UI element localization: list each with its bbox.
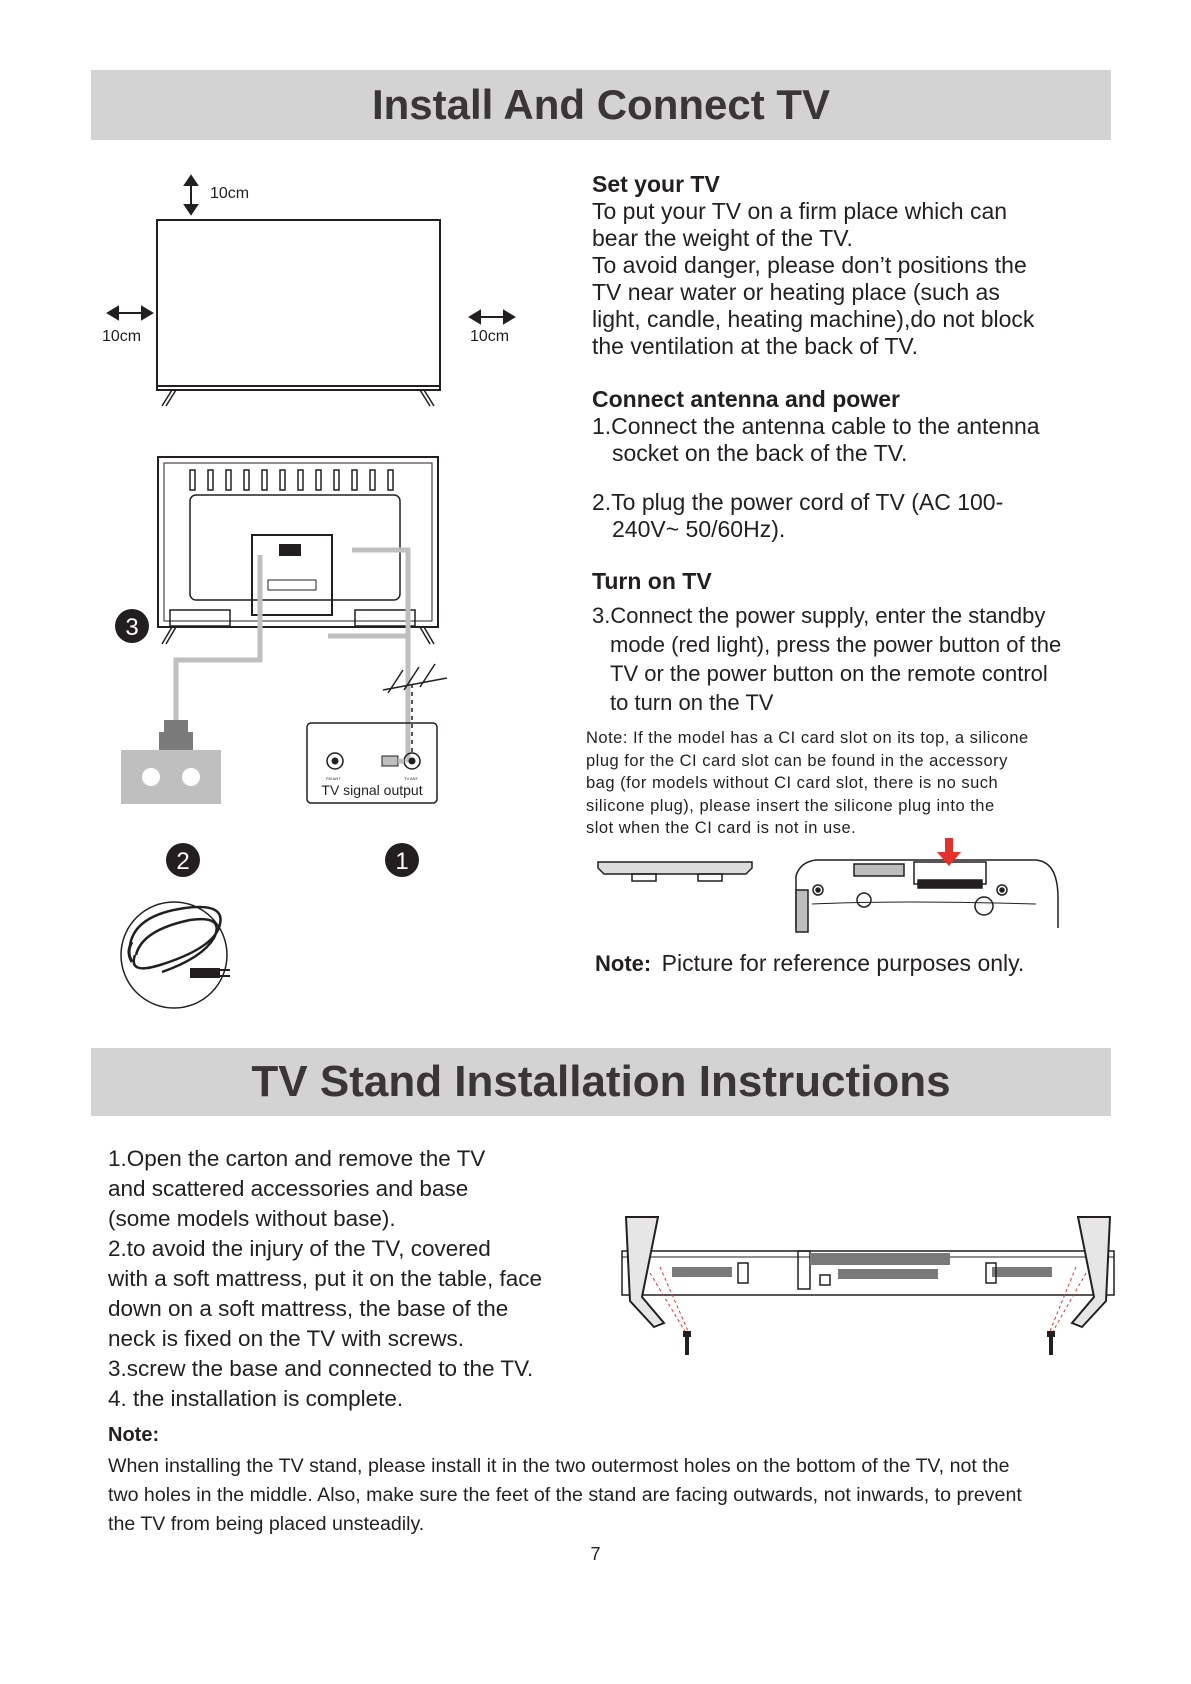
stand-step-line: neck is fixed on the TV with screws.	[108, 1326, 464, 1351]
stand-step-line: and scattered accessories and base	[108, 1176, 469, 1201]
stand-note-label: Note:	[108, 1424, 160, 1446]
turn-on-line: to turn on the TV	[610, 690, 774, 715]
stand-note-text: When installing the TV stand, please ins…	[108, 1452, 1128, 1539]
set-tv-line: bear the weight of the TV.	[592, 225, 853, 251]
connect-block: Connect antenna and power 1.Connect the …	[592, 386, 1112, 543]
tv-back-vents	[189, 469, 394, 491]
stand-step-line: (some models without base).	[108, 1206, 396, 1231]
antenna-icon	[382, 663, 448, 694]
stand-step-line: with a soft mattress, put it on the tabl…	[108, 1266, 542, 1291]
step-badge-1: 1	[395, 848, 408, 875]
picture-note-label: Note:	[595, 951, 652, 976]
connect-heading: Connect antenna and power	[592, 386, 900, 412]
set-tv-block: Set your TV To put your TV on a firm pla…	[592, 171, 1112, 360]
set-tv-heading: Set your TV	[592, 171, 720, 197]
left-gap-label: 10cm	[102, 328, 141, 345]
picture-note-text: Picture for reference purposes only.	[661, 950, 1025, 976]
turn-on-line: mode (red light), press the power button…	[610, 632, 1062, 657]
set-tv-line: To avoid danger, please don’t positions …	[592, 252, 1027, 278]
section-title-stand: TV Stand Installation Instructions	[251, 1057, 951, 1106]
stand-step-line: 2.to avoid the injury of the TV, covered	[108, 1236, 491, 1261]
ci-slot-diagram	[597, 838, 1059, 933]
tv-stand-diagram	[621, 1216, 1115, 1355]
turn-on-line: 3.Connect the power supply, enter the st…	[592, 603, 1046, 628]
connect-item-1-line-2: socket on the back of the TV.	[612, 440, 908, 466]
tv-connection-diagram: 10cm 10cm 10cm FM ANT TV ANT TV signal o…	[102, 174, 516, 1009]
set-tv-line: To put your TV on a firm place which can	[592, 198, 1008, 224]
fm-ant-label: FM ANT	[326, 776, 341, 781]
right-gap-label: 10cm	[470, 328, 509, 345]
top-gap-label: 10cm	[210, 185, 249, 202]
connect-item-1-line-1: 1.Connect the antenna cable to the anten…	[592, 413, 1040, 439]
turn-on-line: TV or the power button on the remote con…	[610, 661, 1048, 686]
ci-note-line: slot when the CI card is not in use.	[586, 819, 857, 837]
power-cord-icon	[120, 901, 228, 1009]
stand-step-line: 4. the installation is complete.	[108, 1386, 404, 1411]
screw-icon	[683, 1331, 1055, 1355]
connect-item-2-line-1: 2.To plug the power cord of TV (AC 100-	[592, 489, 1004, 515]
tv-signal-output-box	[306, 722, 438, 804]
picture-reference-note: Note: Picture for reference purposes onl…	[595, 950, 1024, 977]
set-tv-line: the ventilation at the back of TV.	[592, 333, 919, 359]
stand-step-line: 3.screw the base and connected to the TV…	[108, 1356, 534, 1381]
set-tv-line: light, candle, heating machine),do not b…	[592, 306, 1035, 332]
turn-on-block: Turn on TV 3.Connect the power supply, e…	[592, 568, 1122, 717]
stand-step-line: down on a soft mattress, the base of the	[108, 1296, 509, 1321]
section-banner-install: Install And Connect TV	[91, 70, 1111, 140]
step-badge-2: 2	[176, 848, 189, 875]
turn-on-heading: Turn on TV	[592, 568, 712, 594]
tv-signal-output-label: TV signal output	[321, 782, 422, 798]
tv-back-outline	[157, 456, 439, 628]
stand-steps: 1.Open the carton and remove the TV and …	[108, 1144, 628, 1414]
ci-note-line: silicone plug), please insert the silico…	[586, 796, 995, 815]
tv-ant-label: TV ANT	[404, 776, 419, 781]
page-number: 7	[590, 1544, 601, 1564]
ci-note-line: plug for the CI card slot can be found i…	[586, 751, 1008, 770]
ci-card-note: Note: If the model has a CI card slot on…	[586, 727, 1106, 840]
ci-arrow-icon	[945, 838, 953, 854]
set-tv-line: TV near water or heating place (such as	[592, 279, 1000, 305]
stand-note-line: two holes in the middle. Also, make sure…	[108, 1484, 1022, 1506]
section-banner-stand: TV Stand Installation Instructions	[91, 1048, 1111, 1116]
stand-note-line: the TV from being placed unsteadily.	[108, 1513, 425, 1535]
ci-note-line: Note: If the model has a CI card slot on…	[586, 729, 1029, 747]
wall-socket-icon	[121, 750, 221, 804]
step-badge-3: 3	[125, 614, 138, 641]
stand-step-line: 1.Open the carton and remove the TV	[108, 1146, 486, 1171]
stand-note-line: When installing the TV stand, please ins…	[108, 1455, 1010, 1477]
connect-item-2-line-2: 240V~ 50/60Hz).	[612, 516, 786, 542]
section-title-install: Install And Connect TV	[371, 81, 831, 128]
tv-front-outline	[156, 219, 441, 391]
ci-note-line: bag (for models without CI card slot, th…	[586, 774, 999, 792]
